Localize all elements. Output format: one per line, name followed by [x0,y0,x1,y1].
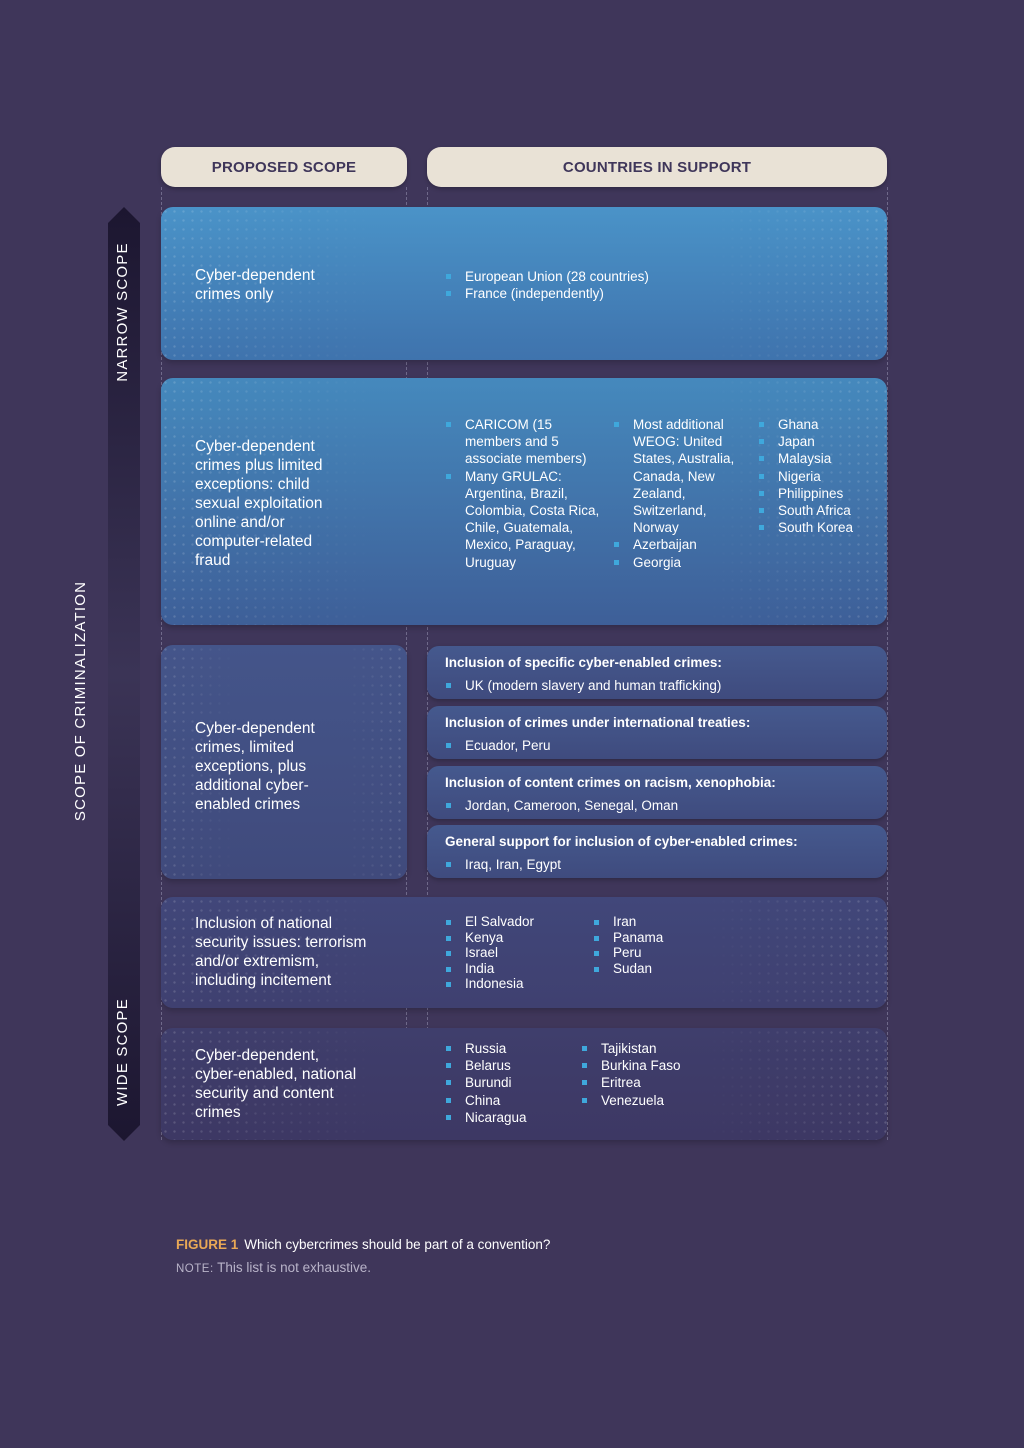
figure-note: NOTE: This list is not exhaustive. [176,1260,371,1275]
guide-line [887,187,888,1140]
list-item: Ecuador, Peru [445,737,551,754]
list-item: France (independently) [445,285,745,302]
sub-group-title: Inclusion of content crimes on racism, x… [445,775,776,790]
scope-axis-arrow [108,207,140,1141]
axis-narrow-label: NARROW SCOPE [114,242,131,382]
list-item: Eritrea [581,1074,731,1091]
list-item: Japan [758,433,878,450]
list-item: South Korea [758,519,878,536]
note-text: This list is not exhaustive. [217,1260,371,1275]
row-additional-cyber-enabled [161,645,407,879]
row-narrow-scope [161,207,887,360]
proposed-scope-header: PROPOSED SCOPE [161,147,407,187]
countries-list: Iran Panama Peru Sudan [593,914,733,976]
list-item: Most additional WEOG: United States, Aus… [613,416,739,536]
list-item: Azerbaijan [613,536,739,553]
list-item: Sudan [593,961,733,977]
list-item: Iran [593,914,733,930]
note-label: NOTE: [176,1263,214,1275]
axis-wide-label: WIDE SCOPE [114,998,131,1106]
list-item: India [445,961,585,977]
scope-text: Cyber-dependent crimes plus limited exce… [195,438,323,569]
list-item: Philippines [758,485,878,502]
countries-list: El Salvador Kenya Israel India Indonesia [445,914,585,992]
scope-text: Cyber-dependent, cyber-enabled, national… [195,1047,357,1121]
figure-text: Which cybercrimes should be part of a co… [244,1237,551,1252]
row-wide-scope [161,1028,887,1140]
list-item: Georgia [613,554,739,571]
list-item: Kenya [445,930,585,946]
list-item: South Africa [758,502,878,519]
countries-list: Most additional WEOG: United States, Aus… [613,416,739,571]
countries-list: CARICOM (15 members and 5 associate memb… [445,416,605,571]
list-item: El Salvador [445,914,585,930]
list-item: Malaysia [758,450,878,467]
sub-group-international-treaties: Inclusion of crimes under international … [427,706,887,759]
row-limited-exceptions [161,378,887,625]
list-item: Burundi [445,1074,575,1091]
list-item: Russia [445,1040,575,1057]
list-item: Indonesia [445,976,585,992]
sub-group-title: Inclusion of specific cyber-enabled crim… [445,655,722,670]
list-item: Iraq, Iran, Egypt [445,856,561,873]
countries-list: Ghana Japan Malaysia Nigeria Philippines… [758,416,878,536]
list-item: European Union (28 countries) [445,268,745,285]
list-item: Venezuela [581,1092,731,1109]
list-item: UK (modern slavery and human trafficking… [445,677,721,694]
row-national-security [161,897,887,1008]
list-item: Nigeria [758,468,878,485]
list-item: Belarus [445,1057,575,1074]
sub-group-general-support: General support for inclusion of cyber-e… [427,825,887,878]
list-item: Many GRULAC: Argentina, Brazil, Colombia… [445,468,605,571]
sub-group-content-crimes: Inclusion of content crimes on racism, x… [427,766,887,819]
figure-caption: FIGURE 1 Which cybercrimes should be part… [176,1237,550,1252]
list-item: Nicaragua [445,1109,575,1126]
list-item: Tajikistan [581,1040,731,1057]
countries-list: Russia Belarus Burundi China Nicaragua [445,1040,575,1126]
sub-group-title: General support for inclusion of cyber-e… [445,834,798,849]
list-item: Israel [445,945,585,961]
list-item: Ghana [758,416,878,433]
countries-list: European Union (28 countries) France (in… [445,268,745,302]
axis-main-label: SCOPE OF CRIMINALIZATION [72,580,89,822]
countries-in-support-header: COUNTRIES IN SUPPORT [427,147,887,187]
sub-group-specific-crimes: Inclusion of specific cyber-enabled crim… [427,646,887,699]
list-item: Burkina Faso [581,1057,731,1074]
sub-group-title: Inclusion of crimes under international … [445,715,751,730]
scope-text: Cyber-dependent crimes only [195,267,315,303]
figure-label: FIGURE 1 [176,1237,239,1252]
list-item: Jordan, Cameroon, Senegal, Oman [445,797,678,814]
scope-text: Cyber-dependent crimes, limited exceptio… [195,720,315,813]
countries-list: Tajikistan Burkina Faso Eritrea Venezuel… [581,1040,731,1109]
list-item: Panama [593,930,733,946]
list-item: CARICOM (15 members and 5 associate memb… [445,416,605,468]
list-item: China [445,1092,575,1109]
scope-text: Inclusion of national security issues: t… [195,915,367,989]
list-item: Peru [593,945,733,961]
